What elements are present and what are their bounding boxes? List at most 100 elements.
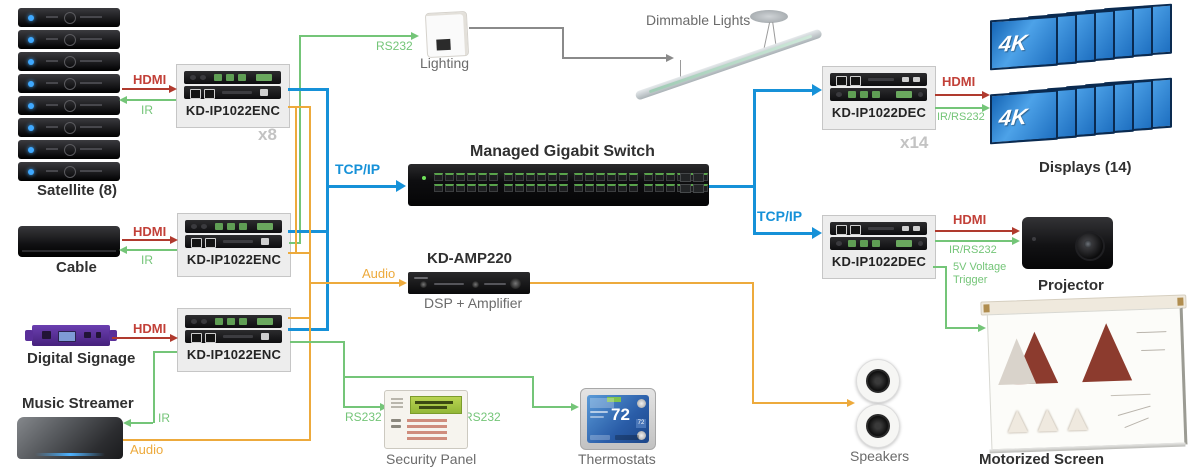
security-panel-lcd — [410, 396, 462, 414]
tcpip-line-enc2 — [288, 230, 329, 233]
rs232-bus-line — [299, 35, 301, 243]
hdmi-line-displays — [935, 94, 983, 96]
ir-arrow-cable — [119, 246, 127, 254]
ir-line-cable — [127, 249, 177, 251]
decoder-rear-panel — [830, 222, 927, 235]
encoder-rear-panel — [184, 86, 281, 99]
digital-signage-label: Digital Signage — [27, 350, 136, 367]
voltage-trigger-arrow — [978, 324, 986, 332]
motorized-screen-device — [980, 294, 1189, 459]
audio-line-enc2 — [288, 252, 311, 254]
tcpip-label-right: TCP/IP — [757, 208, 803, 224]
dimmable-lights-label: Dimmable Lights — [646, 12, 751, 28]
decoder-front-panel — [830, 237, 927, 250]
projector-device — [1022, 217, 1113, 269]
switch-sfp-ports — [680, 173, 704, 193]
audio-line-speakers — [752, 402, 849, 404]
rs232-label-lighting: RS232 — [376, 39, 413, 53]
ir-rs232-label-displays: IR/RS232 — [937, 111, 985, 123]
thermostat-screen: 72 72 — [587, 395, 649, 443]
lighting-gateway-device — [424, 10, 470, 59]
tcpip-label-left: TCP/IP — [335, 161, 381, 177]
hdmi-label-projector: HDMI — [953, 212, 987, 227]
amp-description-label: DSP + Amplifier — [424, 295, 523, 311]
ir-label-cable: IR — [141, 253, 153, 267]
encoder-model-label: KD-IP1022ENC — [185, 103, 281, 118]
audio-line-enc1 — [288, 106, 311, 108]
tcpip-arrow-switch — [396, 180, 406, 192]
decoder-1: KD-IP1022DEC — [822, 66, 936, 130]
satellite-label: Satellite (8) — [37, 182, 118, 199]
hdmi-arrow-cable — [170, 236, 178, 244]
hdmi-label-satellite: HDMI — [133, 72, 167, 87]
hdmi-label-displays: HDMI — [942, 74, 976, 89]
satellite-receiver-stack — [18, 8, 120, 184]
ir-rs232-arrow-displays — [982, 104, 990, 112]
ir-arrow-streamer — [123, 419, 131, 427]
encoder-front-panel — [184, 71, 281, 84]
projector-label: Projector — [1038, 277, 1104, 294]
tcpip-bus-right — [753, 89, 756, 235]
tcpip-line-dec2 — [753, 232, 813, 235]
ir-arrow-satellite — [119, 96, 127, 104]
display-panel-front: 4K — [990, 89, 1058, 145]
cable-set-top-box — [18, 226, 120, 257]
4k-badge: 4K — [997, 29, 1029, 57]
hdmi-label-cable: HDMI — [133, 224, 167, 239]
audio-bus-line — [309, 106, 311, 440]
tcpip-arrow-dec2 — [812, 227, 822, 239]
audio-arrow-amp — [399, 279, 407, 287]
ir-rs232-label-projector: IR/RS232 — [949, 244, 997, 256]
switch-label: Managed Gigabit Switch — [470, 143, 655, 160]
hdmi-label-signage: HDMI — [133, 321, 167, 336]
ir-rs232-line-displays — [935, 107, 983, 109]
speaker — [856, 359, 900, 403]
security-panel-label: Security Panel — [386, 451, 477, 467]
rs232-control-line — [343, 341, 345, 407]
hdmi-arrow-displays — [982, 91, 990, 99]
decoder-model-label: KD-IP1022DEC — [831, 254, 927, 269]
speaker — [856, 404, 900, 448]
hdmi-arrow-projector — [1012, 227, 1020, 235]
music-streamer-device — [17, 417, 123, 459]
hdmi-line-signage — [112, 337, 171, 339]
thermostat-device: 72 72 — [580, 388, 656, 450]
rs232-line-lighting — [299, 35, 412, 37]
rs232-arrow-lighting — [411, 32, 419, 40]
rs232-label-security: RS232 — [345, 410, 382, 424]
satellite-receiver — [18, 140, 120, 159]
audio-line-amp — [309, 282, 400, 284]
ir-rs232-line-projector — [935, 240, 1013, 242]
satellite-receiver — [18, 52, 120, 71]
audio-arrow-speakers — [847, 399, 855, 407]
encoder-front-panel — [185, 315, 282, 328]
rs232-line-thermostat — [343, 376, 534, 378]
rs232-line-thermostat — [532, 376, 534, 407]
encoder-rear-panel — [185, 330, 282, 343]
motorized-screen-label: Motorized Screen — [979, 451, 1105, 468]
decoder-rear-panel — [830, 73, 927, 86]
thermostat-down-button — [637, 431, 646, 440]
thermostat-up-button — [637, 399, 646, 408]
ir-line-satellite — [127, 99, 176, 101]
thermostat-temperature: 72 — [611, 405, 630, 424]
thermostat-setpoint: 72 — [636, 419, 646, 428]
gigabit-switch-device — [408, 164, 709, 206]
satellite-receiver — [18, 74, 120, 93]
rs232-arrow-thermostat — [571, 403, 579, 411]
satellite-receiver — [18, 118, 120, 137]
hdmi-line-projector — [935, 230, 1013, 232]
hdmi-arrow-signage — [170, 334, 178, 342]
voltage-trigger-line — [945, 327, 979, 329]
speakers-label: Speakers — [850, 448, 910, 464]
amp-model-label: KD-AMP220 — [427, 250, 513, 267]
ir-line-streamer — [131, 422, 153, 424]
tcpip-line-dec1 — [753, 89, 813, 92]
encoder-1: KD-IP1022ENC — [176, 64, 290, 128]
rs232-line-security — [343, 406, 381, 408]
cable-label: Cable — [56, 259, 97, 276]
lighting-control-arrow — [666, 54, 674, 62]
encoder-model-label: KD-IP1022ENC — [186, 252, 282, 267]
hdmi-line-satellite — [122, 88, 170, 90]
